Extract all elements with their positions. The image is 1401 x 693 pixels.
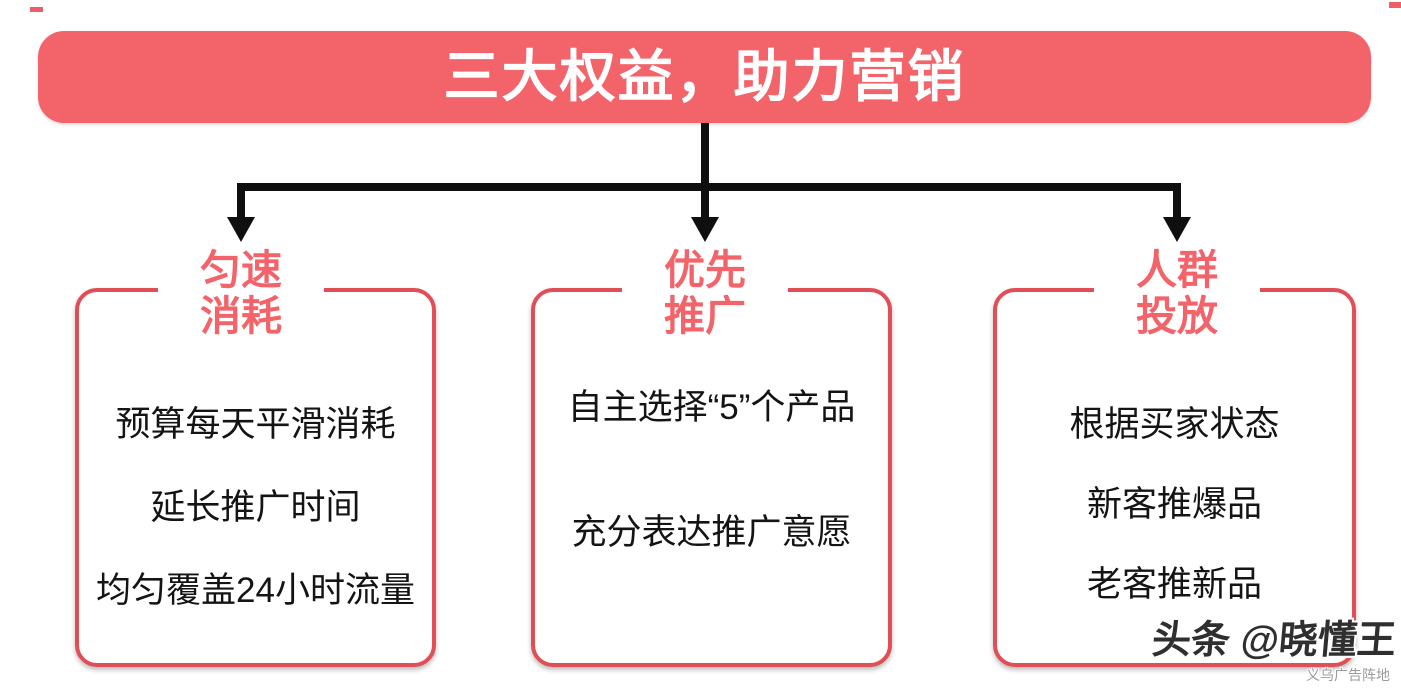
column-title-line: 人群 — [1136, 247, 1218, 293]
connector-horizontal-bar — [237, 183, 1181, 191]
column-title-priority-promotion: 优先 推广 — [622, 247, 788, 339]
feature-box-priority-promotion: 自主选择“5”个产品 充分表达推广意愿 — [531, 288, 892, 667]
corner-artifact-right — [1389, 2, 1401, 8]
connector-stem-center — [701, 191, 709, 220]
header-banner: 三大权益，助力营销 — [38, 31, 1371, 123]
feature-item: 预算每天平滑消耗 — [115, 405, 396, 444]
column-title-line: 消耗 — [200, 293, 282, 339]
feature-item: 根据买家状态 — [1069, 405, 1280, 444]
watermark-subtitle: 义乌广告阵地 — [1306, 666, 1390, 683]
column-title-uniform-consumption: 匀速 消耗 — [158, 247, 324, 339]
column-title-line: 优先 — [664, 247, 746, 293]
feature-item: 充分表达推广意愿 — [571, 513, 852, 552]
feature-item: 均匀覆盖24小时流量 — [96, 571, 415, 610]
watermark-author: 头条 @晓懂王 — [1150, 619, 1398, 662]
arrow-down-icon-right — [1163, 217, 1191, 242]
column-title-audience-targeting: 人群 投放 — [1094, 247, 1260, 339]
feature-item: 老客推新品 — [1086, 565, 1262, 604]
feature-item: 自主选择“5”个产品 — [567, 388, 856, 427]
connector-stem-top — [701, 123, 709, 191]
column-title-line: 推广 — [664, 293, 746, 339]
feature-item: 延长推广时间 — [150, 488, 361, 527]
corner-artifact-left — [30, 7, 43, 12]
connector-stem-right — [1173, 183, 1181, 220]
column-title-line: 匀速 — [200, 247, 282, 293]
feature-box-audience-targeting: 根据买家状态 新客推爆品 老客推新品 — [993, 288, 1356, 667]
feature-item: 新客推爆品 — [1086, 485, 1262, 524]
watermark: 头条 @晓懂王 义乌广告阵地 — [1150, 619, 1398, 685]
feature-box-uniform-consumption: 预算每天平滑消耗 延长推广时间 均匀覆盖24小时流量 — [75, 288, 436, 667]
connector-stem-left — [237, 183, 245, 220]
page-title: 三大权益，助力营销 — [443, 45, 966, 108]
arrow-down-icon-center — [691, 217, 719, 242]
column-title-line: 投放 — [1136, 293, 1218, 339]
arrow-down-icon-left — [227, 217, 255, 242]
